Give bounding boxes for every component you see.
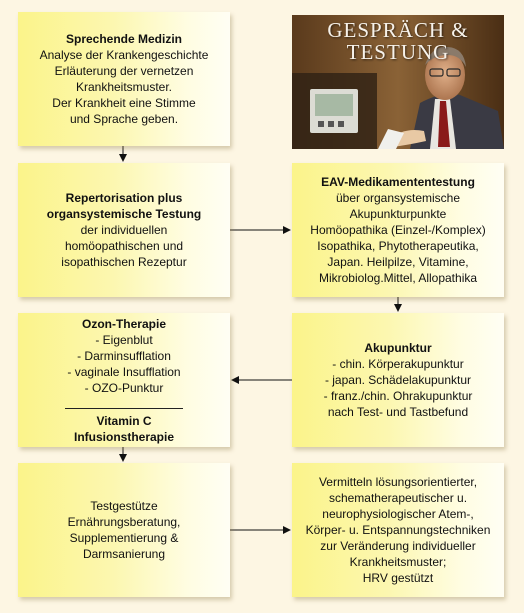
box-title-infusionstherapie: Infusionstherapie xyxy=(73,429,174,444)
box-line: Krankheitsmuster; xyxy=(349,555,447,569)
box-line: neurophysiologischer Atem-, xyxy=(322,507,474,521)
box-line: Vermitteln lösungsorientierter, xyxy=(318,475,478,489)
box-line: HRV gestützt xyxy=(362,571,434,585)
box-line: zur Veränderung individueller xyxy=(320,539,476,553)
box-line: - Eigenblut xyxy=(95,332,153,347)
box-line: - vaginale Insufflation xyxy=(67,364,181,379)
box-line: Homöopathika (Einzel-/Komplex) xyxy=(310,223,486,237)
box-title: Akupunktur xyxy=(364,341,432,355)
box-line: der individuellen xyxy=(80,223,168,237)
box-line: isopathischen Rezeptur xyxy=(61,255,187,269)
box-title: EAV-Medikamententestung xyxy=(321,175,475,189)
box-title: Sprechende Medizin xyxy=(65,32,183,46)
photo-caption: GESPRÄCH & TESTUNG xyxy=(292,19,504,63)
box-line: - Darminsufflation xyxy=(77,348,171,363)
box-line: über organsystemische xyxy=(335,191,461,205)
box-line: - chin. Körperakupunktur xyxy=(332,357,464,371)
divider xyxy=(65,407,183,409)
box-line: Der Krankheit eine Stimme xyxy=(52,96,196,110)
photo-caption-line: TESTUNG xyxy=(346,40,450,64)
box-title: Ozon-Therapie xyxy=(81,316,166,331)
box-repertorisation: Repertorisation plus organsystemische Te… xyxy=(18,163,230,297)
box-title: Repertorisation plus xyxy=(65,191,183,205)
box-line: Japan. Heilpilze, Vitamine, xyxy=(327,255,469,269)
box-sprechende-medizin: Sprechende Medizin Analyse der Krankenge… xyxy=(18,12,230,146)
consultation-photo: GESPRÄCH & TESTUNG xyxy=(292,15,504,149)
box-title-vitamin-c: Vitamin C xyxy=(96,413,152,428)
box-line: Darmsanierung xyxy=(82,547,166,561)
box-line: Erläuterung der vernetzen xyxy=(54,64,194,78)
doctor-testing-image xyxy=(292,15,504,149)
box-line: Mikrobiolog.Mittel, Allopathika xyxy=(318,271,478,285)
box-ozon-therapie: Ozon-Therapie - Eigenblut - Darminsuffla… xyxy=(18,313,230,447)
photo-caption-line: GESPRÄCH & xyxy=(327,18,469,42)
box-entspannungstechniken: Vermitteln lösungsorientierter, schemath… xyxy=(292,463,504,597)
box-line: Supplementierung & xyxy=(69,531,179,545)
box-line: homöopathischen und xyxy=(64,239,184,253)
box-eav-medikamententestung: EAV-Medikamententestung über organsystem… xyxy=(292,163,504,297)
box-line: - franz./chin. Ohrakupunktur xyxy=(323,389,473,403)
box-line: Körper- u. Entspannungstechniken xyxy=(305,523,491,537)
box-line: schematherapeutischer u. xyxy=(328,491,468,505)
box-line: Akupunkturpunkte xyxy=(349,207,447,221)
box-line: Isopathika, Phytotherapeutika, xyxy=(317,239,479,253)
box-akupunktur: Akupunktur - chin. Körperakupunktur - ja… xyxy=(292,313,504,447)
box-line: Ernährungsberatung, xyxy=(67,515,181,529)
box-line: Krankheitsmuster. xyxy=(75,80,173,94)
box-line: und Sprache geben. xyxy=(69,112,179,126)
box-line: Analyse der Krankengeschichte xyxy=(39,48,209,62)
box-line: - japan. Schädelakupunktur xyxy=(324,373,472,387)
box-line: nach Test- und Tastbefund xyxy=(327,405,469,419)
box-ernaehrungsberatung: Testgestütze Ernährungsberatung, Supplem… xyxy=(18,463,230,597)
box-title: organsystemische Testung xyxy=(46,207,202,221)
box-line: Testgestütze xyxy=(90,499,158,513)
box-line: - OZO-Punktur xyxy=(84,380,164,395)
